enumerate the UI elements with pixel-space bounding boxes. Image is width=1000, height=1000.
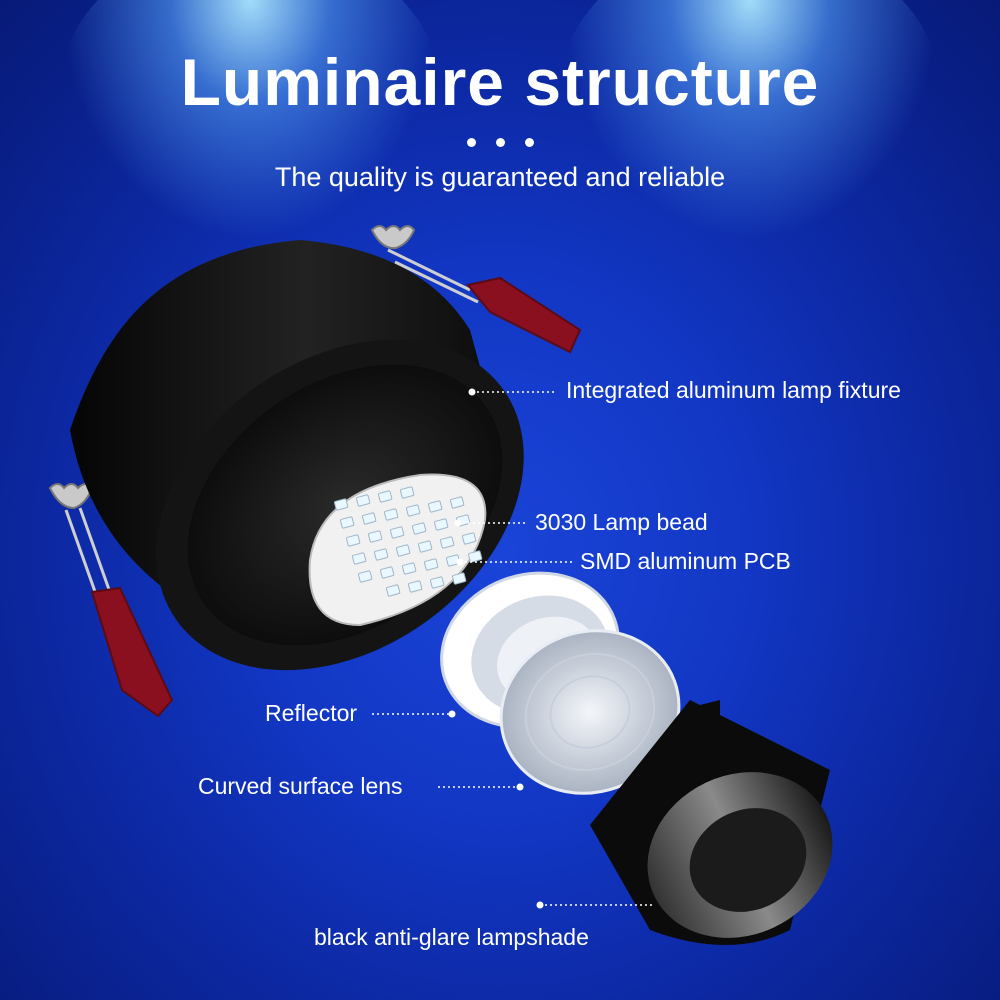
lamp-bead xyxy=(352,552,367,565)
lamp-bead xyxy=(402,562,417,575)
label-aluminum-pcb: SMD aluminum PCB xyxy=(580,548,791,574)
divider-dot xyxy=(524,138,534,147)
lamp-bead xyxy=(424,558,439,571)
lamp-bead xyxy=(430,576,445,589)
spotlight-glow-right xyxy=(560,0,940,240)
page-title: Luminaire structure xyxy=(180,45,820,119)
anti-glare-lampshade xyxy=(590,700,833,945)
spring-clip-right xyxy=(370,225,582,354)
label-lamp-bead: 3030 Lamp bead xyxy=(535,509,708,535)
lamp-bead xyxy=(356,494,371,507)
lamp-bead xyxy=(418,540,433,553)
lamp-bead xyxy=(406,504,421,517)
lamp-bead xyxy=(450,496,465,509)
lamp-bead xyxy=(462,532,477,545)
title-divider-dots xyxy=(0,134,1000,152)
lamp-bead xyxy=(428,500,443,513)
lamp-bead xyxy=(386,584,401,597)
lamp-bead xyxy=(408,580,423,593)
spotlight-glow-left xyxy=(60,0,440,240)
lamp-bead xyxy=(440,536,455,549)
lamp-bead xyxy=(374,548,389,561)
lamp-bead xyxy=(400,486,415,499)
lamp-bead xyxy=(380,566,395,579)
lamp-bead xyxy=(340,516,355,529)
page-subtitle: The quality is guaranteed and reliable xyxy=(274,162,726,192)
lamp-bead xyxy=(334,498,349,511)
callout-lines xyxy=(372,388,652,909)
lamp-bead xyxy=(384,508,399,521)
lamp-bead xyxy=(390,526,405,539)
lamp-bead xyxy=(468,550,483,563)
lamp-bead xyxy=(378,490,393,503)
curved-surface-lens xyxy=(499,629,681,795)
divider-dot xyxy=(495,138,505,147)
lamp-bead xyxy=(396,544,411,557)
divider-dot xyxy=(466,138,476,147)
lamp-bead xyxy=(362,512,377,525)
label-lamp-fixture: Integrated aluminum lamp fixture xyxy=(566,377,901,403)
label-reflector: Reflector xyxy=(265,700,358,726)
lamp-bead xyxy=(358,570,373,583)
label-lampshade: black anti-glare lampshade xyxy=(314,924,589,950)
lamp-bead-array xyxy=(334,486,483,597)
label-curved-lens: Curved surface lens xyxy=(198,773,403,799)
lamp-bead xyxy=(412,522,427,535)
lamp-bead xyxy=(452,572,467,585)
lamp-bead xyxy=(346,534,361,547)
lamp-bead xyxy=(368,530,383,543)
lamp-bead xyxy=(434,518,449,531)
